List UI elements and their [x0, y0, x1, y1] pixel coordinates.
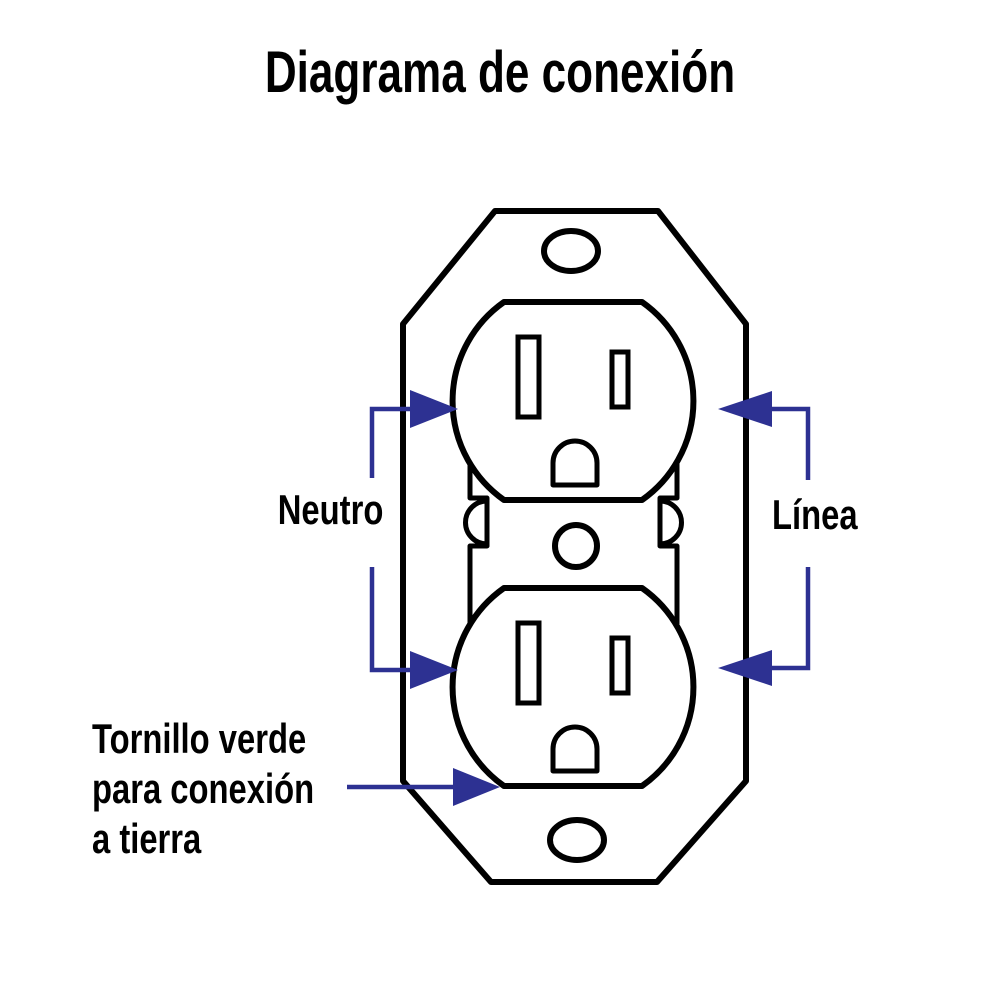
mounting-hole-top — [541, 228, 601, 274]
page-title: Diagrama de conexión — [264, 40, 736, 105]
neutral-bracket-upper — [369, 406, 413, 478]
receptacle-body-tabs — [463, 463, 684, 624]
receptacle-face-lower — [449, 585, 697, 789]
line-annotation — [718, 391, 811, 686]
line-arrow-upper-icon — [718, 391, 772, 427]
ground-hole-lower — [550, 724, 600, 774]
break-off-notch-left — [463, 498, 490, 547]
line-slot-upper — [609, 349, 631, 410]
neutral-slot-upper — [515, 334, 542, 420]
line-arrow-lower-icon — [718, 650, 772, 686]
face-outline-lower — [449, 585, 697, 789]
face-outline-upper — [449, 299, 697, 503]
label-ground-line3: a tierra — [92, 815, 202, 862]
break-off-notch-right — [657, 498, 684, 547]
receptacle-face-upper — [449, 299, 697, 503]
ground-arrow-icon — [453, 768, 500, 806]
neutral-annotation — [369, 390, 458, 689]
neutral-arrow-upper-icon — [410, 390, 458, 428]
mounting-hole-bottom — [547, 817, 607, 863]
label-neutral: Neutro — [277, 486, 383, 533]
ground-annotation — [347, 768, 500, 806]
center-screw — [552, 522, 600, 570]
neutral-bracket-lower — [369, 567, 413, 673]
label-ground-screw: Tornillo verde para conexión a tierra — [92, 714, 314, 864]
label-ground-line2: para conexión — [92, 765, 315, 812]
line-bracket-upper — [772, 406, 811, 480]
mounting-plate-outline — [400, 208, 749, 885]
line-slot-lower — [609, 635, 631, 696]
label-line: Línea — [772, 491, 858, 538]
line-bracket-lower — [772, 567, 811, 671]
outlet-plate — [400, 208, 749, 885]
neutral-slot-lower — [515, 620, 542, 706]
neutral-arrow-lower-icon — [410, 651, 458, 689]
label-ground-line1: Tornillo verde — [92, 715, 307, 762]
ground-hole-upper — [550, 438, 600, 488]
